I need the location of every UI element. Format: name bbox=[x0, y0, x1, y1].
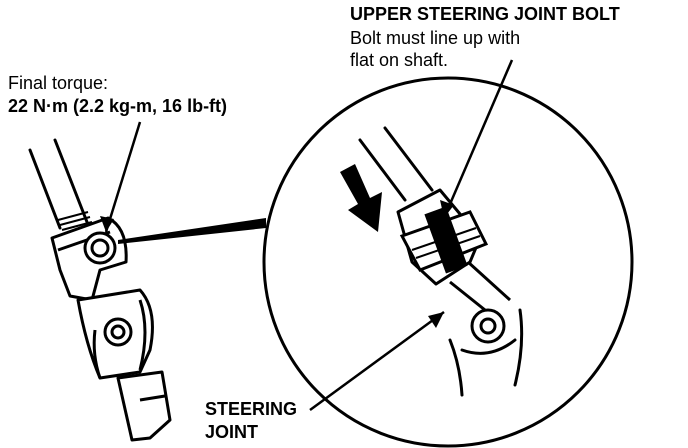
left-joint-bolt bbox=[83, 231, 117, 265]
leader-steering-joint bbox=[309, 310, 445, 412]
final-torque-label: Final torque: bbox=[8, 73, 109, 93]
detail-shaft bbox=[358, 126, 434, 202]
shaft-splines bbox=[57, 211, 93, 231]
leader-lines bbox=[104, 59, 514, 412]
steering-joint-label-line1: STEERING bbox=[205, 399, 298, 419]
leader-torque bbox=[104, 121, 142, 233]
left-lower-bolt bbox=[103, 317, 133, 347]
upper-bolt-note-line2: flat on shaft. bbox=[350, 50, 449, 70]
upper-steering-joint-bolt-label: UPPER STEERING JOINT BOLT bbox=[350, 4, 620, 24]
left-lower-shaft bbox=[116, 370, 172, 442]
detail-upper-bolt bbox=[399, 206, 489, 274]
final-torque-value: 22 N·m (2.2 kg-m, 16 lb-ft) bbox=[8, 96, 228, 116]
left-steering-shaft bbox=[28, 138, 89, 230]
steering-joint-label-line2: JOINT bbox=[205, 422, 259, 442]
direction-arrow bbox=[340, 164, 382, 232]
upper-bolt-note-line1: Bolt must line up with bbox=[350, 28, 521, 48]
detail-lower-yoke bbox=[448, 308, 524, 397]
leader-upper-bolt bbox=[442, 59, 514, 219]
detail-connector bbox=[118, 218, 266, 244]
detail-lower-bolt bbox=[470, 308, 506, 344]
leader-arrowheads bbox=[100, 200, 454, 328]
